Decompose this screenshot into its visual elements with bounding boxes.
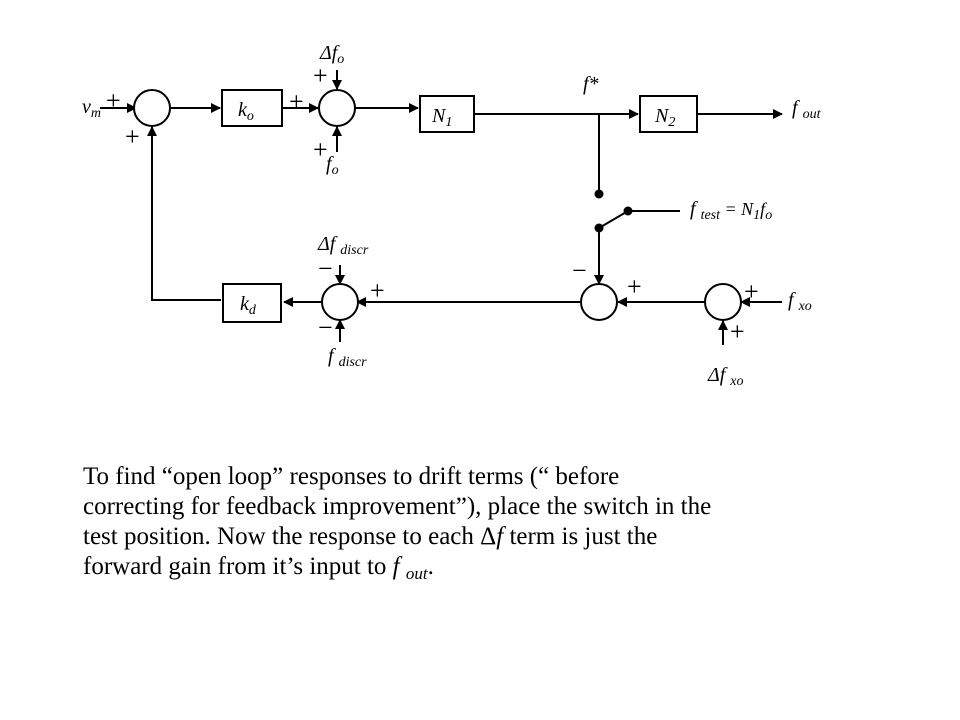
block-n2-label: N2 xyxy=(654,105,675,130)
switch-arm[interactable] xyxy=(598,210,629,229)
summing-junction-4 xyxy=(580,283,618,321)
sign-sum2-top: + xyxy=(313,61,328,90)
signal-fdiscr: f discr xyxy=(328,345,367,370)
block-kd xyxy=(222,283,282,323)
signal-delta-fxo: Δf xo xyxy=(707,364,744,389)
signal-ftest: f test = N1fo xyxy=(690,198,772,223)
block-ko xyxy=(221,89,283,127)
caption-line-4: forward gain from it’s input to f out. xyxy=(83,553,434,583)
caption-line-3: test position. Now the response to each … xyxy=(83,523,658,550)
sign-sum5-right: + xyxy=(744,277,759,306)
summing-junction-5 xyxy=(704,283,742,321)
signal-delta-fo: Δfo xyxy=(319,42,344,67)
block-n2 xyxy=(639,95,698,133)
caption-line-1: To find “open loop” responses to drift t… xyxy=(83,463,620,490)
sign-sum1-left: + xyxy=(106,86,121,115)
signal-fo: fo xyxy=(326,153,339,178)
sign-sum3-bottom: − xyxy=(318,313,333,342)
signal-fxo: f xo xyxy=(788,289,812,314)
sign-sum3-right: + xyxy=(370,276,385,305)
sign-sum4-right: + xyxy=(627,272,642,301)
summing-junction-1 xyxy=(133,89,171,127)
sign-sum4-top: − xyxy=(572,256,587,285)
signal-delta-fdiscr: Δf discr xyxy=(317,233,369,258)
caption-text: To find “open loop” responses to drift t… xyxy=(83,462,873,582)
block-n1 xyxy=(419,95,475,133)
sign-sum2-left: + xyxy=(289,87,304,116)
signal-fout: f out xyxy=(792,97,822,122)
block-n1-label: N1 xyxy=(431,105,452,130)
block-kd-label: kd xyxy=(240,293,257,318)
sign-sum1-bottom: + xyxy=(125,122,140,151)
summing-junction-2 xyxy=(318,89,356,127)
caption-line-2: correcting for feedback improvement”), p… xyxy=(83,493,712,520)
sign-sum3-top: − xyxy=(318,254,333,283)
summing-junction-3 xyxy=(321,283,359,321)
switch-contact-upper xyxy=(594,189,604,199)
sign-sum5-bottom: + xyxy=(730,317,745,346)
sign-sum2-bottom: + xyxy=(313,135,328,164)
block-ko-label: ko xyxy=(238,99,254,124)
signal-fstar: f* xyxy=(583,73,599,95)
signal-vm: vm xyxy=(82,96,101,121)
wire-kd-to-sum1 xyxy=(147,126,221,301)
